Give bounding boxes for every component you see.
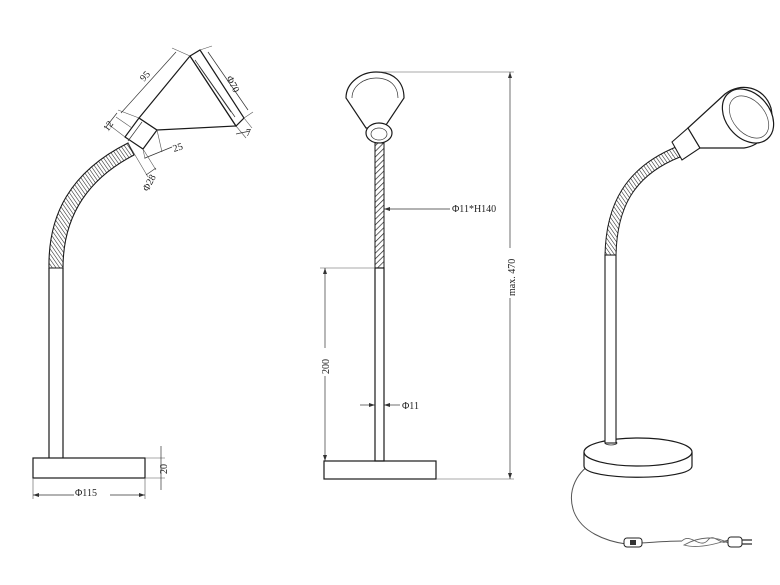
dim-label-max-470: max. 470 bbox=[507, 259, 518, 296]
front-stem bbox=[374, 267, 385, 462]
perspective-stem bbox=[604, 254, 617, 444]
side-base bbox=[32, 457, 146, 479]
front-base bbox=[323, 460, 437, 480]
inline-switch-icon bbox=[623, 537, 643, 548]
dim-label-25: 25 bbox=[172, 141, 185, 155]
side-view: 95 Φ70 7 25 12 Φ28 20 bbox=[32, 45, 254, 499]
dim-label-diam-115: Φ115 bbox=[75, 488, 97, 499]
dim-label-stem-diam: Φ11 bbox=[402, 401, 419, 412]
dim-label-7: 7 bbox=[246, 128, 251, 139]
dim-label-12: 12 bbox=[101, 119, 116, 134]
dim-label-20: 20 bbox=[159, 464, 170, 474]
front-shade bbox=[345, 71, 405, 129]
dim-label-200: 200 bbox=[321, 359, 332, 374]
front-view: Φ11*H140 200 Φ11 max. 470 bbox=[318, 71, 518, 480]
eu-plug-icon bbox=[727, 536, 752, 548]
side-gooseneck bbox=[48, 142, 135, 269]
dim-label-arm: Φ11*H140 bbox=[452, 204, 496, 215]
dim-label-diam-28: Φ28 bbox=[141, 173, 159, 193]
dim-label-95: 95 bbox=[138, 69, 153, 84]
perspective-view bbox=[570, 86, 775, 548]
power-cable bbox=[570, 461, 627, 545]
front-flex-arm bbox=[374, 142, 385, 269]
perspective-gooseneck bbox=[604, 146, 681, 256]
